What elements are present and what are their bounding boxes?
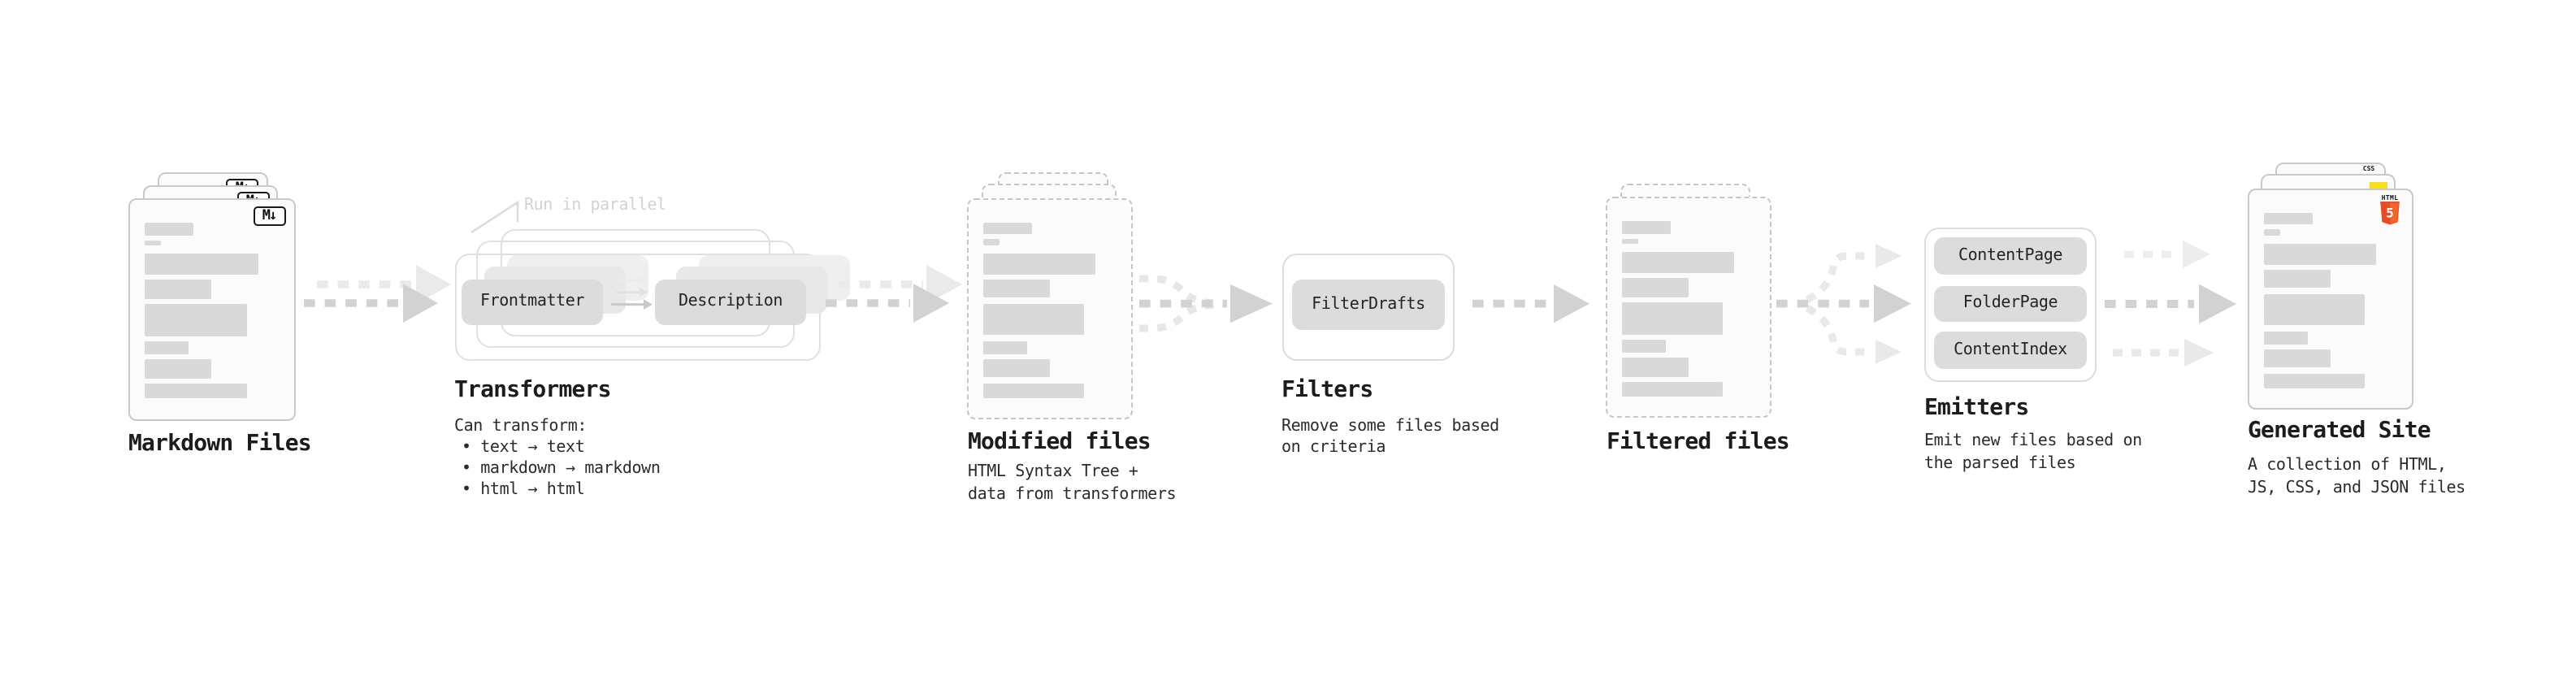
doc-bar bbox=[144, 254, 259, 275]
run-in-parallel-annotation: Run in parallel bbox=[524, 196, 666, 214]
arrow-emitters-to-generated-top bbox=[2124, 241, 2210, 268]
stage-label-generated-site: Generated Site bbox=[2248, 418, 2431, 444]
doc-bar bbox=[144, 223, 194, 235]
pill-frontmatter: Frontmatter bbox=[462, 279, 603, 325]
doc-bar bbox=[144, 280, 211, 298]
modified-file-card bbox=[966, 197, 1132, 419]
doc-bar bbox=[144, 240, 162, 245]
doc-bar bbox=[982, 303, 1084, 335]
doc-bar bbox=[1621, 252, 1735, 273]
pill-content-index: ContentIndex bbox=[1934, 332, 2087, 368]
stage-label-modified-files: Modified files bbox=[968, 428, 1151, 454]
doc-bar bbox=[982, 253, 1096, 274]
stage-label-markdown-files: Markdown Files bbox=[128, 431, 312, 457]
arrow-transformers-to-modified bbox=[826, 284, 949, 323]
doc-bar bbox=[982, 340, 1027, 354]
doc-bar bbox=[1621, 238, 1639, 244]
doc-bar bbox=[2263, 269, 2330, 288]
doc-bar bbox=[982, 358, 1049, 377]
arrow-markdown-to-transformers-faded bbox=[317, 265, 451, 304]
js-icon bbox=[2370, 182, 2387, 191]
doc-bar bbox=[1621, 340, 1666, 353]
doc-bar bbox=[1621, 278, 1688, 297]
arrow-modified-to-filters bbox=[1139, 275, 1273, 332]
arrow-emitters-to-generated-mid bbox=[2105, 284, 2236, 324]
html5-icon: HTML 5 bbox=[2379, 193, 2400, 225]
stage-label-transformers: Transformers bbox=[454, 376, 612, 402]
generated-html-file-card: HTML 5 bbox=[2247, 188, 2413, 409]
pill-folder-page: FolderPage bbox=[1934, 285, 2087, 322]
modified-files-note: HTML Syntax Tree + data from transformer… bbox=[968, 463, 1177, 503]
arrow-markdown-to-transformers bbox=[304, 284, 438, 323]
doc-bar bbox=[144, 341, 189, 354]
doc-bar bbox=[1621, 221, 1671, 233]
doc-bar bbox=[982, 239, 1000, 245]
arrow-transformers-to-modified-faded bbox=[839, 265, 962, 304]
doc-bar bbox=[144, 359, 211, 378]
html5-shield: 5 bbox=[2380, 202, 2400, 225]
doc-bar bbox=[2263, 349, 2330, 367]
arrow-filtered-to-emitters bbox=[1776, 244, 1911, 364]
transformers-bullet: • markdown → markdown bbox=[462, 460, 661, 478]
arrow-filters-to-filtered bbox=[1472, 284, 1589, 323]
doc-bar bbox=[2263, 229, 2281, 235]
css-icon-label: CSS bbox=[2362, 164, 2375, 172]
markdown-file-card: M↓ bbox=[128, 198, 295, 421]
doc-bar bbox=[982, 383, 1084, 397]
pill-filter-drafts: FilterDrafts bbox=[1292, 279, 1445, 329]
doc-bar bbox=[2263, 212, 2313, 224]
doc-bar bbox=[982, 279, 1049, 297]
filters-note: Remove some files based on criteria bbox=[1281, 417, 1499, 457]
doc-bar bbox=[1621, 382, 1723, 397]
doc-bar bbox=[2263, 373, 2365, 388]
emitters-note: Emit new files based on the parsed files bbox=[1924, 432, 2142, 472]
stage-label-filtered-files: Filtered files bbox=[1607, 428, 1790, 454]
transformers-note-title: Can transform: bbox=[454, 417, 587, 435]
pill-content-page: ContentPage bbox=[1934, 237, 2087, 274]
doc-bar bbox=[2263, 243, 2377, 264]
doc-content-placeholder bbox=[1621, 221, 1754, 397]
stage-label-emitters: Emitters bbox=[1924, 394, 2029, 420]
filtered-file-card bbox=[1605, 197, 1771, 418]
transformer-parallel-arrows bbox=[611, 275, 653, 310]
svg-text:5: 5 bbox=[2386, 205, 2394, 220]
transformers-bullet: • html → html bbox=[462, 481, 585, 499]
doc-bar bbox=[1621, 358, 1688, 376]
doc-bar bbox=[2263, 331, 2308, 344]
doc-bar bbox=[1621, 302, 1723, 334]
generated-site-note: A collection of HTML, JS, CSS, and JSON … bbox=[2248, 457, 2465, 497]
doc-bar bbox=[982, 222, 1032, 234]
markdown-icon: M↓ bbox=[253, 206, 285, 226]
doc-bar bbox=[144, 304, 247, 336]
stage-label-filters: Filters bbox=[1281, 376, 1373, 402]
html5-icon-label: HTML bbox=[2381, 193, 2399, 201]
run-in-parallel-callout-line bbox=[471, 200, 519, 234]
transformers-bullet: • text → text bbox=[462, 439, 585, 457]
doc-content-placeholder bbox=[144, 223, 279, 398]
doc-content-placeholder bbox=[982, 222, 1116, 397]
doc-content-placeholder bbox=[2263, 212, 2396, 388]
doc-bar bbox=[144, 384, 247, 398]
arrow-emitters-to-generated-bottom bbox=[2113, 339, 2214, 367]
pill-description: Description bbox=[655, 279, 806, 325]
doc-bar bbox=[2263, 293, 2365, 325]
